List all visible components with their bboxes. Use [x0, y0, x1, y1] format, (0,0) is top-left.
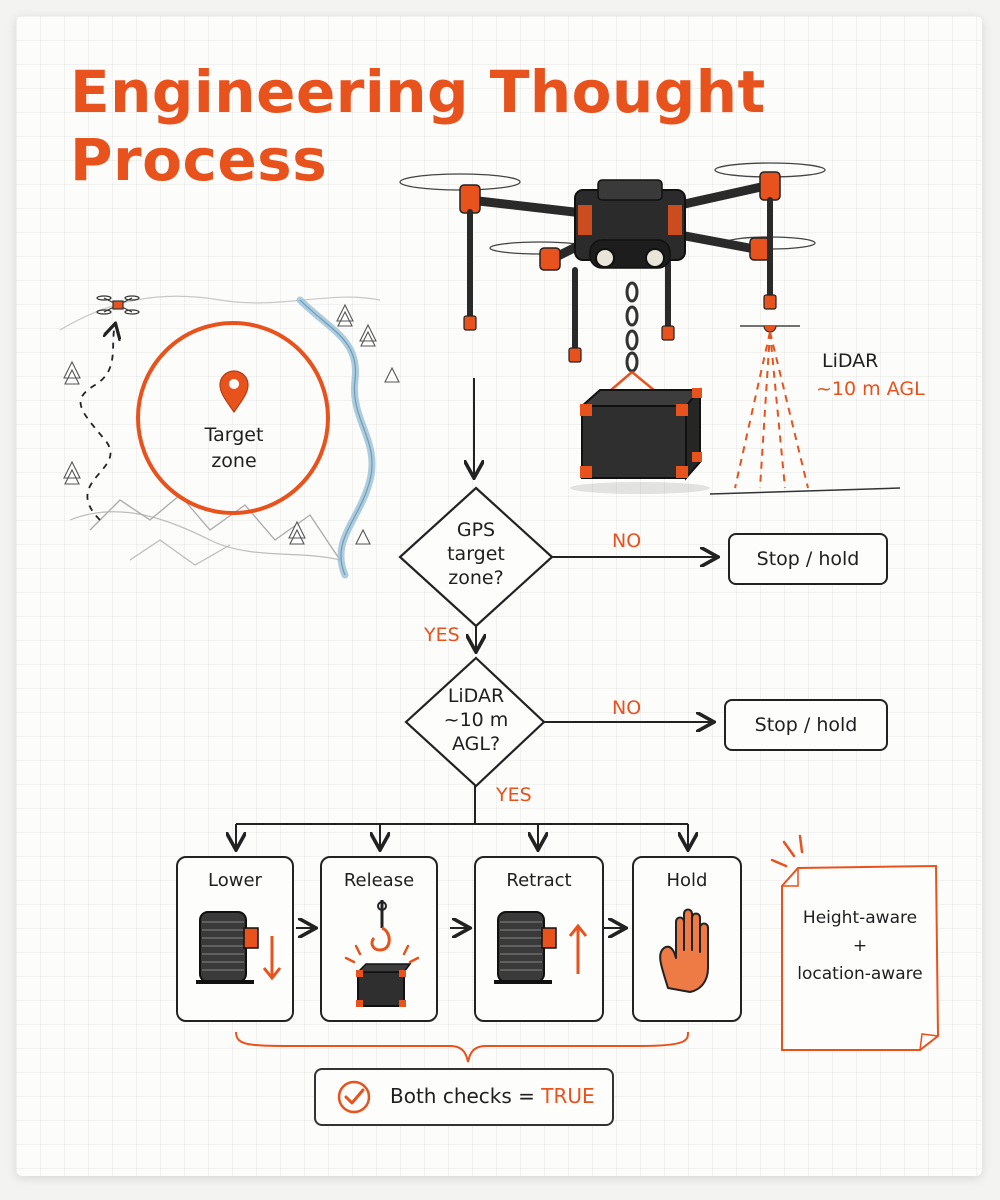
gps-line1: GPS: [456, 519, 496, 541]
step-lower-label: Lower: [208, 870, 262, 891]
winch-retract-icon: [494, 911, 588, 984]
target-label-line1: Target: [204, 424, 264, 446]
payload-crate: [579, 387, 703, 481]
drone-illustration: [399, 162, 901, 495]
lidar-beam: [709, 325, 901, 495]
flow-connectors: [236, 378, 716, 928]
note-line1: Height-aware: [802, 908, 918, 928]
note-line3: location-aware: [797, 964, 923, 984]
target-zone-circle: [136, 321, 330, 515]
gps-stop-hold-text: Stop / hold: [756, 548, 860, 570]
lidar-yes-label: YES: [496, 784, 532, 806]
steps-brace: [235, 1031, 689, 1063]
target-zone-label: Target zone: [188, 422, 280, 474]
decision-gps-text: GPS target zone?: [421, 518, 531, 590]
result-box: Both checks = TRUE: [314, 1068, 614, 1126]
lidar-stop-hold-text: Stop / hold: [754, 714, 858, 736]
step-lower: Lower: [176, 856, 294, 1022]
decision-lidar-text: LiDAR ~10 m AGL?: [421, 684, 531, 756]
winch-lower-icon: [196, 911, 282, 984]
step-hold: Hold: [632, 856, 742, 1022]
gps-line2: target: [447, 543, 505, 565]
gps-line3: zone?: [448, 567, 504, 589]
lidar-line2: ~10 m: [443, 709, 509, 731]
tree-icons: [63, 303, 400, 545]
check-circle-icon: [337, 1080, 371, 1114]
flight-path: [79, 325, 115, 521]
lidar-line1: LiDAR: [447, 685, 505, 707]
hook-release-icon: [344, 900, 420, 1007]
mini-drone-icon: [96, 295, 140, 315]
terrain-map: [59, 295, 400, 579]
step-retract-label: Retract: [506, 870, 572, 891]
lidar-no-label: NO: [612, 697, 642, 719]
result-text-wrap: Both checks = TRUE: [390, 1084, 595, 1108]
hand-stop-icon: [659, 908, 709, 993]
decision-lidar-diamond: [404, 656, 546, 788]
awareness-note: Height-aware + location-aware: [780, 864, 940, 1052]
step-release-label: Release: [343, 870, 415, 891]
location-pin-icon: [219, 370, 249, 414]
gps-no-label: NO: [612, 530, 642, 552]
step-release: Release: [320, 856, 438, 1022]
lidar-stop-hold-box: Stop / hold: [724, 699, 888, 751]
gps-yes-label: YES: [424, 624, 460, 646]
lidar-height-label: ~10 m AGL: [816, 378, 925, 400]
note-line2: +: [852, 936, 868, 956]
step-hold-label: Hold: [666, 870, 708, 891]
target-label-line2: zone: [211, 450, 257, 472]
step-retract: Retract: [474, 856, 604, 1022]
alert-marks: [770, 834, 804, 868]
page-title: Engineering Thought Process: [70, 58, 766, 194]
gps-stop-hold-box: Stop / hold: [728, 533, 888, 585]
result-text: Both checks =: [390, 1084, 535, 1108]
decision-gps-diamond: [398, 486, 554, 628]
note-paper: [781, 864, 940, 1051]
lidar-line3: AGL?: [451, 733, 501, 755]
result-value: TRUE: [541, 1084, 595, 1108]
lidar-label: LiDAR: [822, 350, 879, 372]
